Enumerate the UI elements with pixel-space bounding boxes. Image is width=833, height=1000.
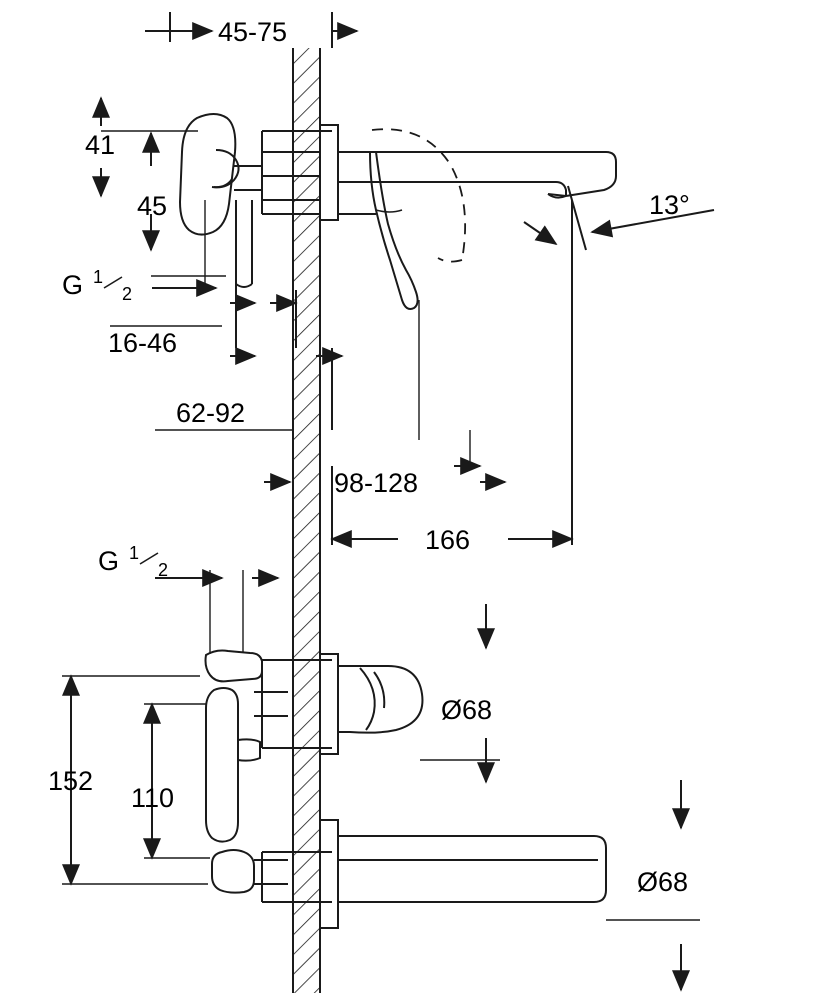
- thread-num-top: 1: [93, 267, 103, 287]
- dim-angle-13: [523, 185, 715, 251]
- dim-label-110: 110: [131, 783, 174, 813]
- dim-45: [142, 131, 226, 277]
- dim-label-166: 166: [425, 525, 470, 555]
- dim-label-thread-top: G 1 2: [62, 267, 132, 304]
- dim-166: [330, 200, 574, 548]
- lever-swing-arc: [371, 128, 466, 263]
- dim-thread-top: [152, 200, 218, 297]
- dim-label-diameter-68-upper: Ø68: [441, 695, 492, 725]
- dim-label-41: 41: [85, 130, 115, 160]
- dim-label-152: 152: [48, 766, 93, 796]
- wall-section-upper: [292, 48, 321, 993]
- dim-label-angle-13: 13°: [649, 190, 690, 220]
- dim-110: [143, 702, 210, 860]
- thread-g-letter-top: G: [62, 270, 83, 300]
- spout-upper: [338, 151, 617, 199]
- dim-diameter-68-upper: [420, 604, 500, 784]
- thread-g-letter-bottom: G: [98, 546, 119, 576]
- handle-rosette-upper: [178, 113, 262, 288]
- dim-label-diameter-68-lower: Ø68: [637, 867, 688, 897]
- spout-plan-lower: [261, 819, 607, 929]
- dim-label-98-128: 98-128: [334, 468, 418, 498]
- dim-152: [62, 674, 208, 886]
- dim-label-45: 45: [137, 191, 167, 221]
- thread-den-bottom: 2: [158, 560, 168, 580]
- dim-label-62-92: 62-92: [176, 398, 245, 428]
- mixer-body-upper: [261, 124, 376, 221]
- lever-handle-upper: [368, 151, 419, 310]
- dim-41: [92, 96, 198, 198]
- handle-plan-lower: [204, 649, 288, 894]
- dim-label-45-75: 45-75: [218, 17, 287, 47]
- dim-label-16-46: 16-46: [108, 328, 177, 358]
- dim-45-75: [145, 12, 359, 48]
- mixer-body-plan-upper: [261, 653, 424, 755]
- dim-label-thread-bottom: G 1 2: [98, 543, 168, 580]
- dim-16-46: [110, 282, 298, 348]
- thread-num-bottom: 1: [129, 543, 139, 563]
- dim-thread-bottom: [155, 569, 280, 654]
- dim-98-128: [264, 300, 507, 491]
- dim-diameter-68-lower: [606, 780, 700, 992]
- thread-den-top: 2: [122, 284, 132, 304]
- dim-62-92: [155, 347, 344, 431]
